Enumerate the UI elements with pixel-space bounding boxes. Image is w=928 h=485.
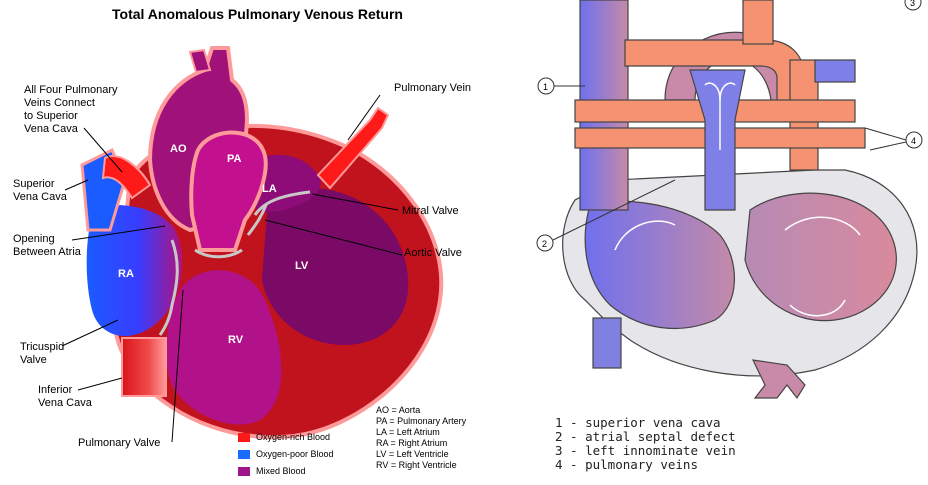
legend-mixed: Mixed Blood xyxy=(238,466,306,477)
abbreviation-rv: RV = Right Ventricle xyxy=(376,460,457,471)
key-item-1: 1 - superior vena cava xyxy=(555,416,721,430)
label-all-four-pulmonary-veins: All Four Pulmonary Veins Connect to Supe… xyxy=(24,84,118,136)
marker-label-4: 4 xyxy=(911,135,916,148)
legend-swatch-blue xyxy=(238,450,250,459)
marker-label-1: 1 xyxy=(543,81,548,94)
heart-schematic xyxy=(515,0,928,485)
legend-swatch-red xyxy=(238,433,250,442)
chamber-label-lv: LV xyxy=(295,260,308,273)
chamber-label-ao: AO xyxy=(170,143,187,156)
chamber-label-la: LA xyxy=(262,183,277,196)
chamber-label-rv: RV xyxy=(228,334,243,347)
label-superior-vena-cava: Superior Vena Cava xyxy=(13,178,67,204)
marker-label-2: 2 xyxy=(542,238,547,251)
label-aortic-valve: Aortic Valve xyxy=(404,247,462,260)
chamber-label-ra: RA xyxy=(118,268,134,281)
label-tricuspid-valve: Tricuspid Valve xyxy=(20,341,64,367)
key-item-2: 2 - atrial septal defect xyxy=(555,430,736,444)
label-opening-between-atria: Opening Between Atria xyxy=(13,233,81,259)
legend-swatch-purple xyxy=(238,467,250,476)
label-pulmonary-vein: Pulmonary Vein xyxy=(394,82,471,95)
aortic-branch xyxy=(190,50,210,72)
abbreviation-ao: AO = Aorta xyxy=(376,405,420,416)
schematic-aorta-branch-top xyxy=(743,0,773,44)
abbreviation-lv: LV = Left Ventricle xyxy=(376,449,449,460)
marker-label-3: 3 xyxy=(910,0,915,10)
label-mitral-valve: Mitral Valve xyxy=(402,205,459,218)
key-item-3: 3 - left innominate vein xyxy=(555,444,736,458)
inferior-vena-cava xyxy=(122,338,166,396)
key-item-4: 4 - pulmonary veins xyxy=(555,458,698,472)
abbreviation-la: LA = Left Atrium xyxy=(376,427,440,438)
schematic-panel: 1 2 3 4 1 - superior vena cava 2 - atria… xyxy=(515,0,928,485)
abbreviation-ra: RA = Right Atrium xyxy=(376,438,447,449)
diagram-title: Total Anomalous Pulmonary Venous Return xyxy=(0,6,515,22)
chamber-label-pa: PA xyxy=(227,153,241,166)
label-pulmonary-valve: Pulmonary Valve xyxy=(78,437,160,450)
schematic-inferior-vena-cava xyxy=(593,318,621,368)
label-inferior-vena-cava: Inferior Vena Cava xyxy=(38,384,92,410)
schematic-left-innominate-vein xyxy=(815,60,855,82)
tapvr-diagram-panel: Total Anomalous Pulmonary Venous Return … xyxy=(0,0,515,485)
legend-oxygen-poor: Oxygen-poor Blood xyxy=(238,449,334,460)
abbreviation-pa: PA = Pulmonary Artery xyxy=(376,416,466,427)
legend-oxygen-rich: Oxygen-rich Blood xyxy=(238,432,330,443)
